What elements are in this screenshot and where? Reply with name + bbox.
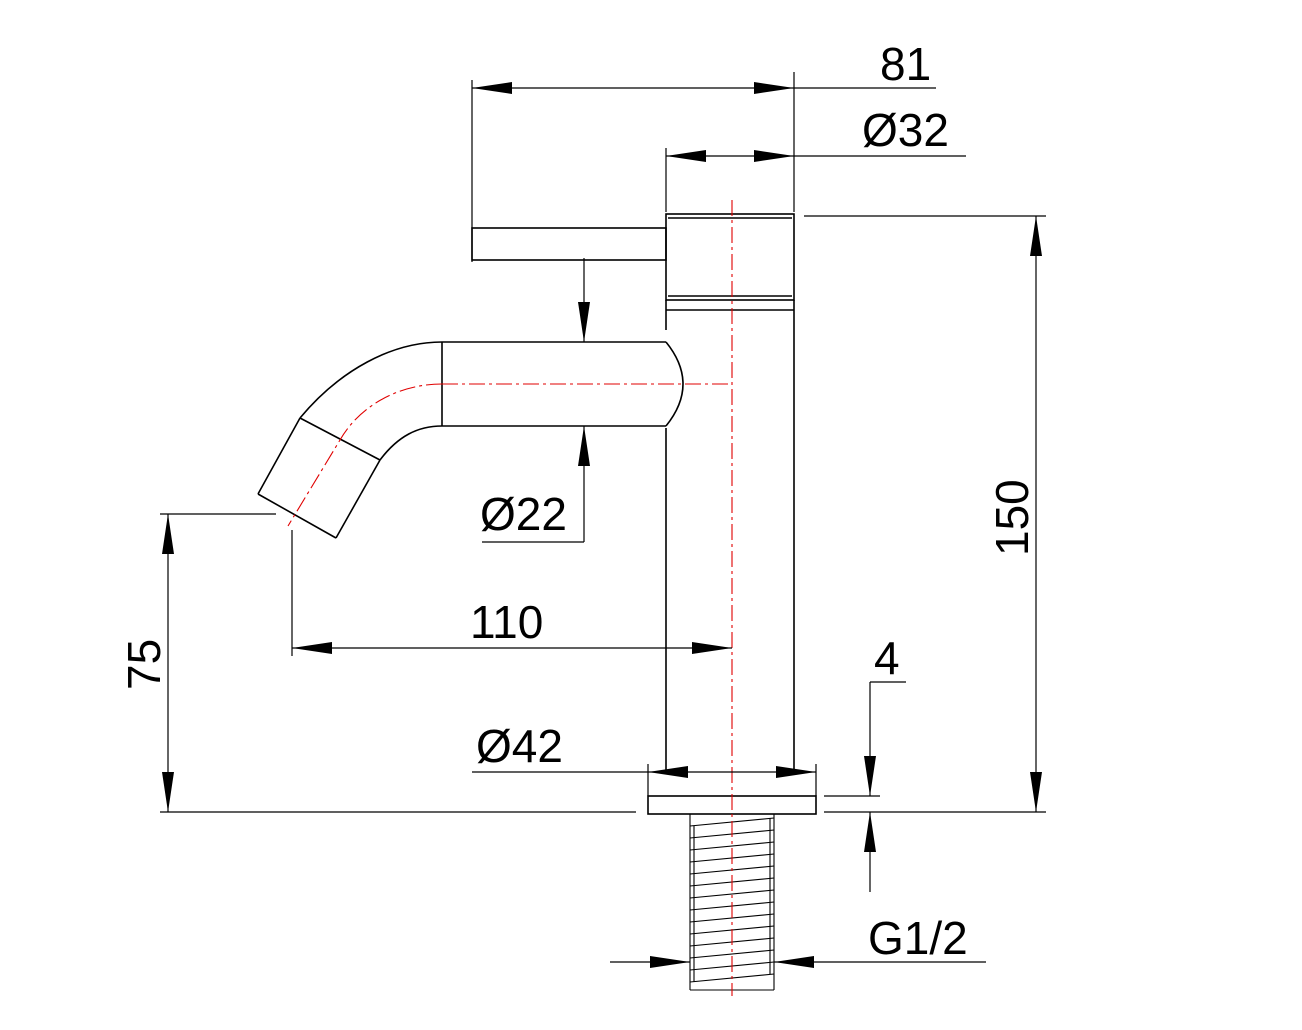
- handle-cap: [665, 213, 795, 301]
- dim-label-handle-diameter: Ø32: [862, 104, 949, 156]
- dimension-spout-height: 75: [118, 513, 636, 813]
- dim-label-thread-size: G1/2: [868, 912, 968, 964]
- dimension-thread-size: G1/2: [610, 912, 986, 968]
- dim-label-spout-projection: 110: [470, 596, 543, 648]
- dimension-spout-diameter: Ø22: [480, 258, 590, 543]
- centerlines: [287, 200, 733, 996]
- dimension-handle-diameter: Ø32: [665, 104, 966, 212]
- nozzle-right-edge: [335, 459, 381, 539]
- dim-label-spout-diameter: Ø22: [480, 488, 567, 540]
- dim-label-base-thickness: 4: [874, 632, 900, 684]
- dimension-overall-height: 150: [804, 215, 1046, 813]
- nozzle-left-edge: [257, 417, 301, 495]
- spout-bend-inner: [379, 425, 443, 461]
- dimension-81: 81: [471, 38, 936, 262]
- nozzle-tip: [257, 493, 337, 539]
- dim-label-overall-reach: 81: [880, 38, 931, 90]
- dim-label-spout-height: 75: [118, 639, 170, 690]
- dimension-base-diameter: Ø42: [472, 720, 817, 796]
- dimension-spout-projection: 110: [291, 530, 732, 656]
- lever-handle: [471, 227, 667, 261]
- dim-label-overall-height: 150: [986, 479, 1038, 556]
- spout-bend-outer: [299, 341, 443, 419]
- dim-label-base-diameter: Ø42: [476, 720, 563, 772]
- spout-bend-centerline: [287, 383, 443, 527]
- dimension-base-thickness: 4: [824, 632, 906, 892]
